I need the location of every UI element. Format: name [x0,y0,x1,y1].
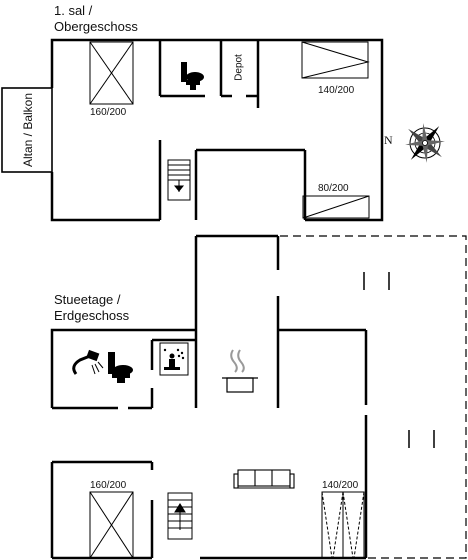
compass-rose-icon [405,123,445,163]
ground-floor-title-line1: Stueetage / [54,292,121,307]
staircase-down-icon [167,159,191,201]
bed-upper-right-top [301,41,370,79]
toilet-icon [108,352,133,383]
cooking-pot-icon [222,349,258,393]
bed-upper-right-top-size: 140/200 [318,85,355,96]
upper-floor-walls [1,38,384,222]
bed-upper-left [89,41,134,105]
bed-ground-left-size: 160/200 [90,480,127,491]
bed-ground-right [321,491,365,559]
bed-ground-right-size: 140/200 [322,480,359,491]
upper-floor-title-line2: Obergeschoss [54,19,138,34]
sauna-icon [159,342,189,376]
bed-upper-right-bottom [302,195,370,219]
toilet-icon [181,62,204,90]
terrace-door-marks [363,272,435,448]
terrace-outline [280,235,467,559]
bed-upper-left-size: 160/200 [90,107,127,118]
depot-label: Depot [233,54,245,81]
balcony-label: Altan / Balkon [21,92,35,168]
compass-north-label: N [384,133,393,147]
bed-ground-left [89,491,134,559]
ground-floor-walls [50,234,368,560]
sofa-icon [233,469,295,489]
ground-floor-title-line2: Erdgeschoss [54,308,130,323]
upper-floor-title-line1: 1. sal / [54,3,93,18]
bed-upper-right-bottom-size: 80/200 [318,183,349,194]
staircase-up-icon [167,492,193,540]
shower-icon [72,349,104,375]
